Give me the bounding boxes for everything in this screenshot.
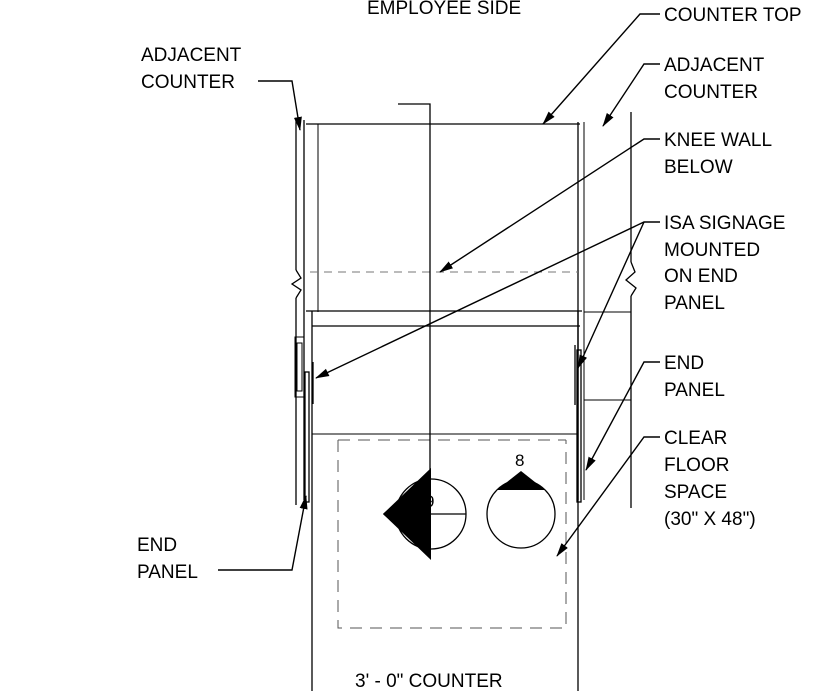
- isa-signage-label-2: MOUNTED: [664, 240, 760, 261]
- isa-signage-label-4: PANEL: [664, 293, 725, 314]
- clear-floor-label-4: (30" X 48"): [664, 509, 756, 530]
- aisle-lines: [311, 440, 579, 691]
- adjacent-counter-left-label-1: ADJACENT: [141, 45, 242, 66]
- end-panel-left-label-1: END: [137, 535, 177, 556]
- employee-side-label: EMPLOYEE SIDE: [367, 0, 521, 19]
- counter-top-label: COUNTER TOP: [664, 5, 802, 26]
- clear-floor-space: [337, 439, 567, 629]
- leader-lines: [218, 13, 660, 571]
- adjacent-counter-right-label-1: ADJACENT: [664, 55, 765, 76]
- knee-wall-label-2: BELOW: [664, 157, 733, 178]
- end-panels: [304, 345, 582, 503]
- left-adjacent-counter: [290, 120, 305, 505]
- elevation-marker-8: 8: [486, 451, 556, 549]
- counter-front-band: [306, 310, 582, 440]
- isa-signage-label-3: ON END: [664, 266, 738, 287]
- clear-floor-label-2: FLOOR: [664, 455, 729, 476]
- counter-top: [306, 123, 580, 312]
- right-adjacent-counter: [577, 112, 637, 508]
- counter-width-label: 3' - 0" COUNTER: [355, 671, 503, 691]
- knee-wall-label-1: KNEE WALL: [664, 130, 772, 151]
- isa-signage-label-1: ISA SIGNAGE: [664, 213, 785, 234]
- section-marker-9: 9: [383, 103, 467, 560]
- adjacent-counter-left-label-2: COUNTER: [141, 72, 235, 93]
- clear-floor-label-1: CLEAR: [664, 428, 727, 449]
- end-panel-left-label-2: PANEL: [137, 562, 198, 583]
- clear-floor-label-3: SPACE: [664, 482, 727, 503]
- adjacent-counter-right-label-2: COUNTER: [664, 82, 758, 103]
- elevation-number-8: 8: [515, 451, 524, 470]
- end-panel-right-label-1: END: [664, 353, 704, 374]
- end-panel-right-label-2: PANEL: [664, 380, 725, 401]
- labels: EMPLOYEE SIDE COUNTER TOP ADJACENT COUNT…: [137, 0, 802, 691]
- section-number-9: 9: [425, 492, 434, 511]
